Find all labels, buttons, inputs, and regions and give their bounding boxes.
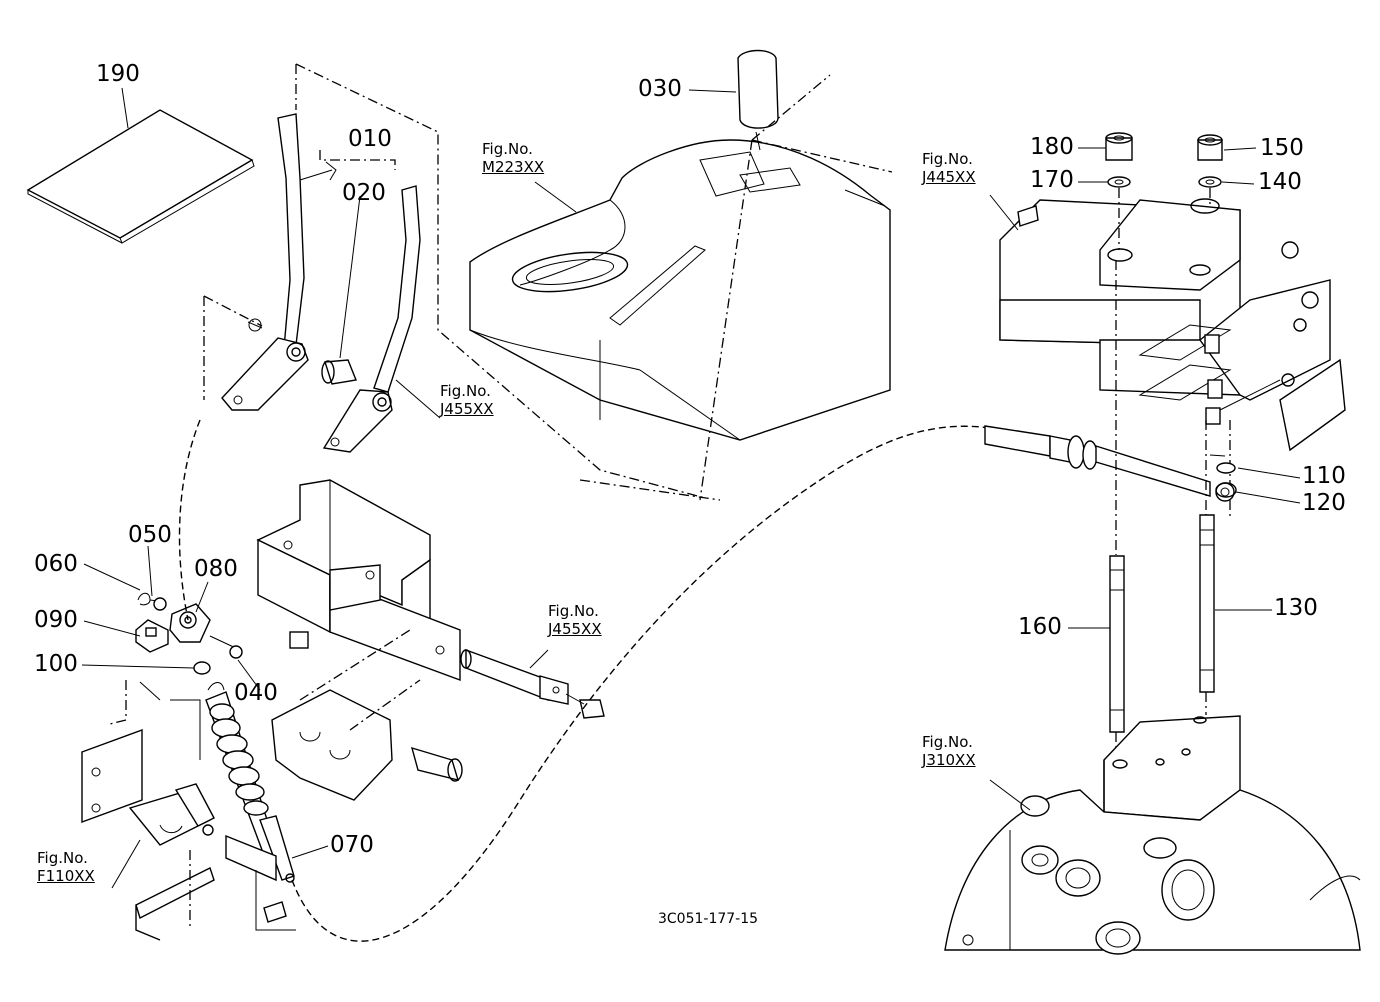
callout-080: 080	[194, 556, 238, 582]
fig-ref-j455-lower-code[interactable]: J455XX	[548, 620, 602, 638]
shaft-assembly	[460, 648, 605, 719]
callout-010: 010	[348, 126, 392, 152]
callout-020: 020	[342, 180, 386, 206]
lever-010	[221, 113, 309, 411]
fig-ref-f110-prefix: Fig.No.	[37, 849, 88, 867]
cable-bellows-070	[205, 682, 295, 883]
clip-and-washer-set	[135, 592, 243, 675]
callout-100: 100	[34, 651, 78, 677]
fig-ref-j455-upper-prefix: Fig.No.	[440, 382, 491, 400]
callout-030: 030	[638, 76, 682, 102]
valve-block-j445	[999, 198, 1346, 520]
callout-120: 120	[1302, 490, 1346, 516]
mounting-bracket	[256, 479, 461, 682]
guide-plate	[271, 629, 463, 801]
fig-ref-m223-prefix: Fig.No.	[482, 140, 533, 158]
leader-lines	[81, 87, 1301, 889]
callout-130: 130	[1274, 595, 1318, 621]
callout-050: 050	[128, 522, 172, 548]
drawing-id: 3C051-177-15	[658, 911, 759, 927]
fig-ref-j310-code[interactable]: J310XX	[922, 751, 976, 769]
callout-170: 170	[1030, 167, 1074, 193]
hydraulic-body-j310	[944, 715, 1361, 955]
callout-150: 150	[1260, 135, 1304, 161]
fig-ref-j445[interactable]: Fig.No. J445XX	[922, 150, 976, 186]
nuts-and-washers	[1105, 132, 1237, 498]
collar-020	[321, 359, 357, 385]
callout-070: 070	[330, 832, 374, 858]
fig-ref-j455-upper-code[interactable]: J455XX	[440, 400, 494, 418]
fig-ref-j455-upper[interactable]: Fig.No. J455XX	[440, 382, 494, 418]
control-cable	[178, 419, 991, 942]
fig-ref-m223-code[interactable]: M223XX	[482, 158, 545, 176]
fig-ref-f110-code[interactable]: F110XX	[37, 867, 95, 885]
fig-ref-j445-code[interactable]: J445XX	[922, 168, 976, 186]
callout-190: 190	[96, 61, 140, 87]
callout-140: 140	[1258, 169, 1302, 195]
fig-ref-j455-lower[interactable]: Fig.No. J455XX	[548, 602, 602, 638]
callout-040: 040	[234, 680, 278, 706]
manual-booklet	[26, 109, 255, 244]
lever-reference-frame	[203, 63, 706, 499]
fig-ref-m223[interactable]: Fig.No. M223XX	[482, 140, 544, 176]
callout-110: 110	[1302, 463, 1346, 489]
fig-ref-j455-lower-prefix: Fig.No.	[548, 602, 599, 620]
callout-060: 060	[34, 551, 78, 577]
fig-ref-j310-prefix: Fig.No.	[922, 733, 973, 751]
fig-ref-j445-prefix: Fig.No.	[922, 150, 973, 168]
shift-knob-030	[579, 49, 893, 501]
valve-cable-end	[984, 425, 1235, 502]
console-cover-m223	[469, 139, 891, 441]
stud-bolts	[1109, 260, 1215, 760]
fig-ref-f110[interactable]: Fig.No. F110XX	[37, 849, 95, 885]
callout-090: 090	[34, 607, 78, 633]
chassis-frame-f110	[81, 680, 296, 941]
fig-ref-j310[interactable]: Fig.No. J310XX	[922, 733, 976, 769]
callout-180: 180	[1030, 134, 1074, 160]
callout-160: 160	[1018, 614, 1062, 640]
lever-right	[322, 185, 421, 453]
